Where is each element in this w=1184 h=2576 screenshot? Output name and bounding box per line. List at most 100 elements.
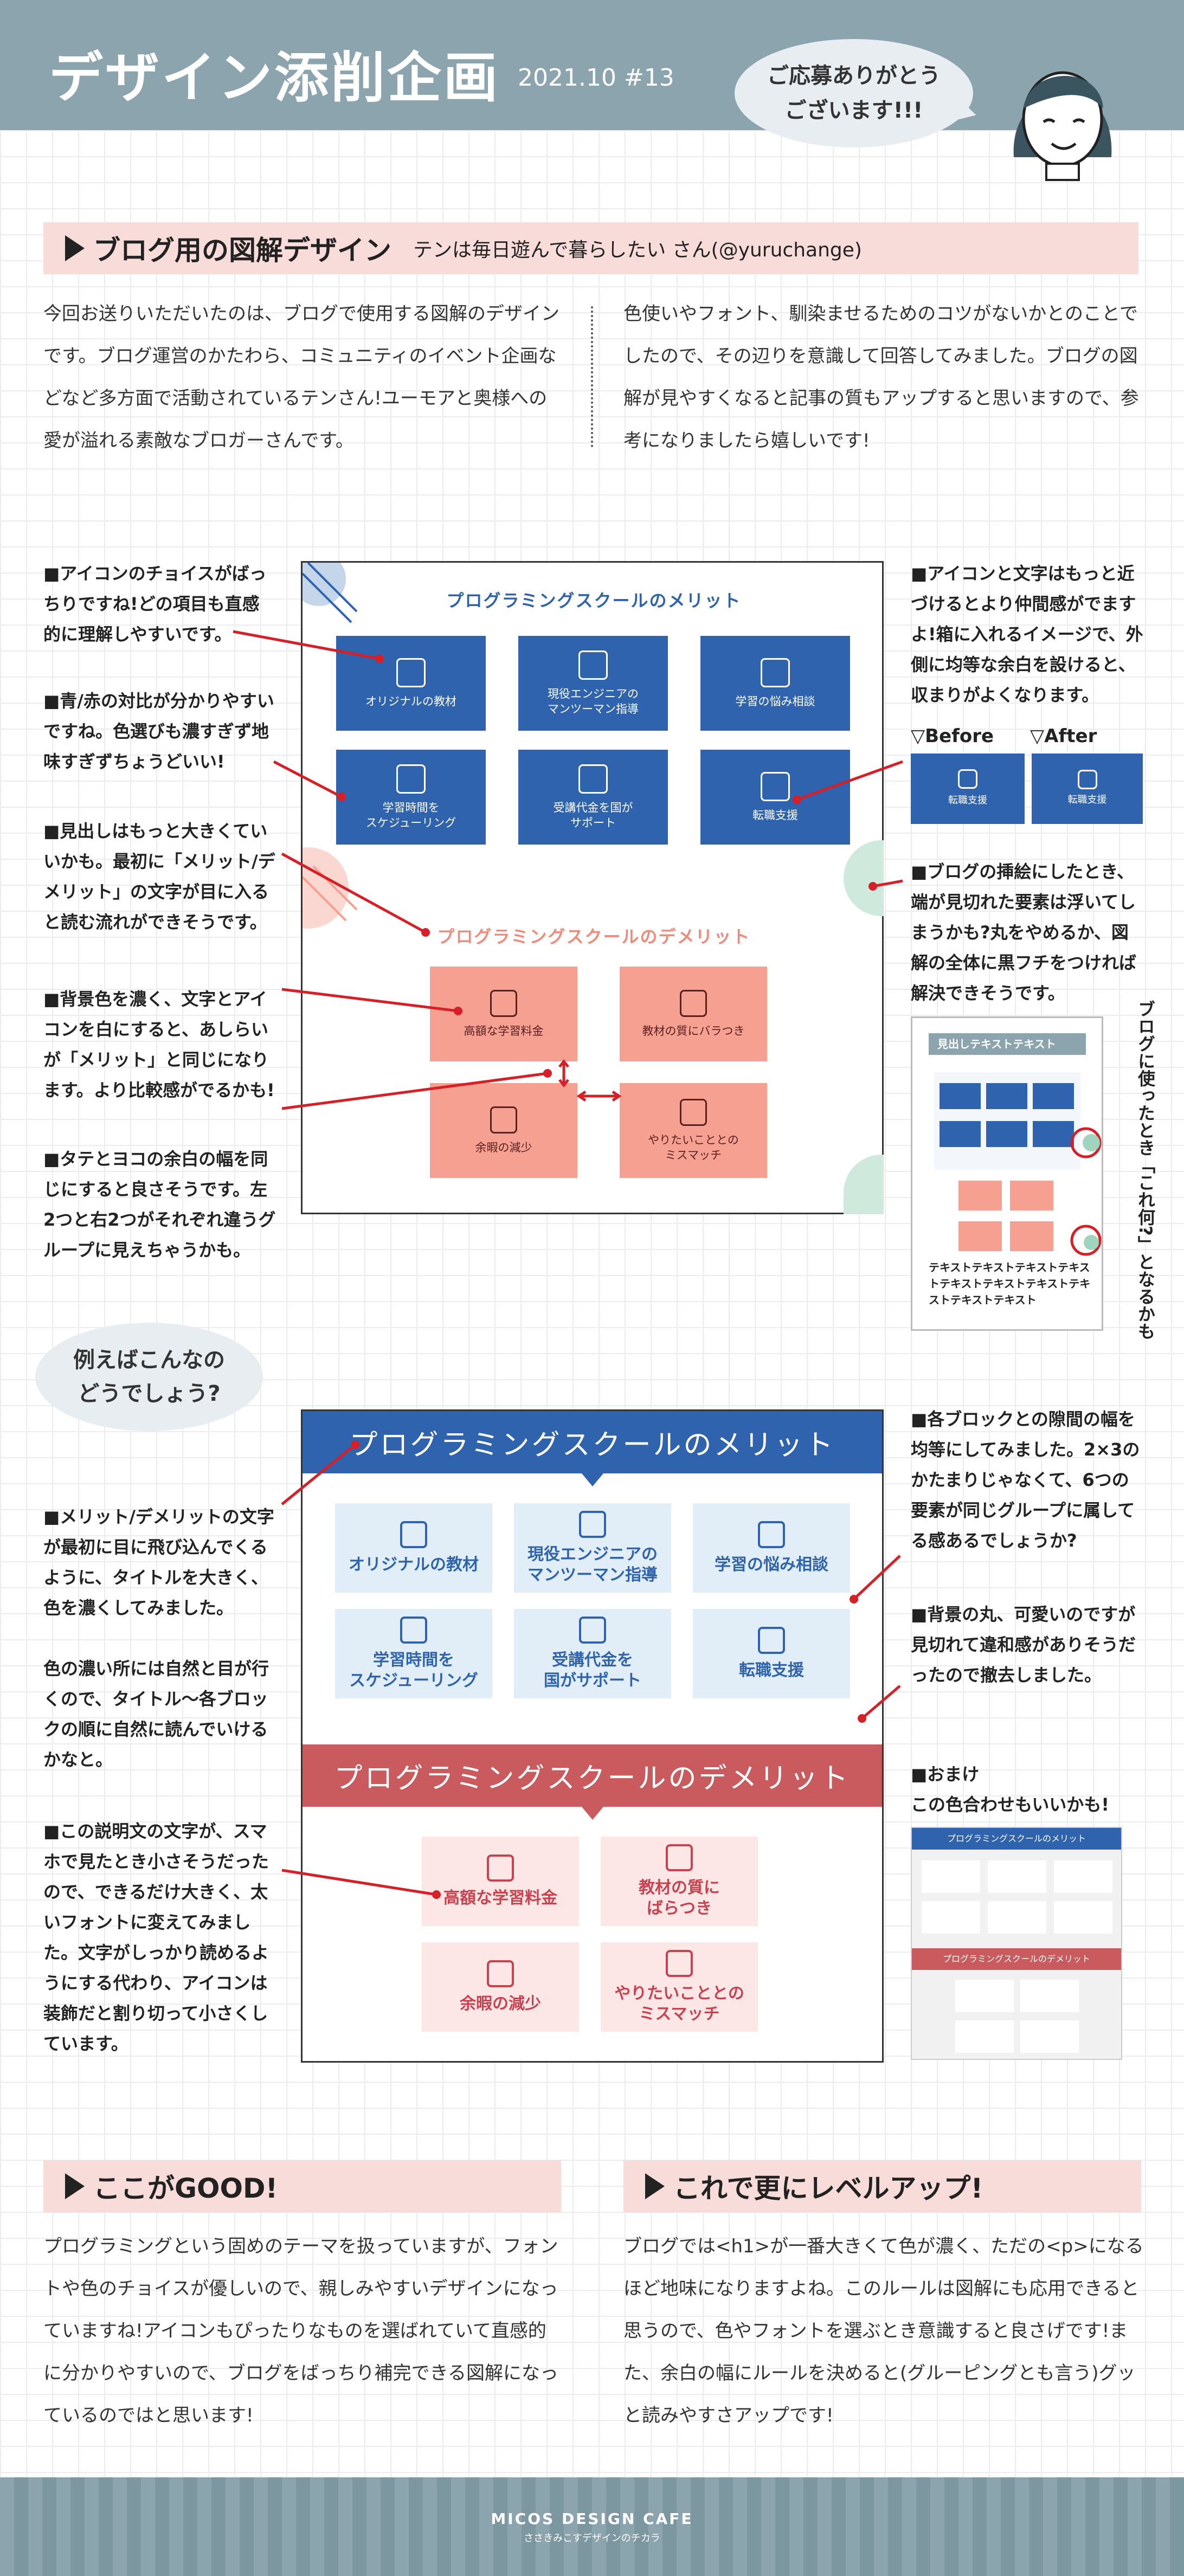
highlight-circles-icon xyxy=(1070,1127,1102,1256)
open-book-icon xyxy=(680,989,707,1017)
merit-box-subsidy: 受講代金を国が サポート xyxy=(518,750,668,845)
good-title: ここがGOOD! xyxy=(93,2173,278,2204)
triangle-icon xyxy=(65,2173,85,2199)
monitor-icon xyxy=(958,769,977,789)
footer-brand: MICOS DESIGN CAFE xyxy=(491,2510,693,2528)
thanks-text: ご応募ありがとう ございます!!! xyxy=(767,63,941,123)
improved-merit-schedule: 学習時間を スケジューリング xyxy=(335,1609,492,1698)
title-pointer xyxy=(582,1473,603,1486)
applicant-name: テンは毎日遊んで暮らしたい さん(@yuruchange) xyxy=(413,239,862,261)
demerit-box-quality: 教材の質にバラつき xyxy=(620,967,767,1061)
after-sample-box: 転職支援 xyxy=(1032,754,1143,824)
clock-icon xyxy=(490,1106,517,1134)
section-header-levelup: これで更にレベルアップ! xyxy=(623,2160,1141,2212)
building-icon xyxy=(579,1616,606,1644)
review-note-icon-text: ■アイコンと文字はもっと近づけるとより仲間感がでますよ!箱に入れるイメージで、外… xyxy=(911,563,1143,705)
issue-date: 2021.10 #13 xyxy=(518,64,674,92)
bonus-demerit-title: プログラミングスクールのデメリット xyxy=(912,1948,1121,1970)
suggest-note-bonus: ■おまけ この色合わせもいいかも! xyxy=(911,1764,1109,1815)
engineer-icon xyxy=(578,650,608,680)
improved-demerit-mismatch: やりたいこととの ミスマッチ xyxy=(601,1942,758,2032)
improved-demerit-leisure: 余暇の減少 xyxy=(422,1942,579,2032)
suggest-note-font: ■この説明文の文字が、スマホで見たとき小さそうだったので、できるだけ大きく、太い… xyxy=(43,1821,269,2054)
improved-merit-consult: 学習の悩み相談 xyxy=(693,1503,850,1593)
deco-stripes-icon xyxy=(303,563,358,623)
suggest-note-reading-flow: 色の濃い所には自然と目が行くので、タイトル〜各ブロックの順に自然に読んでいけるか… xyxy=(43,1658,269,1770)
merit-box-consult: 学習の悩み相談 xyxy=(700,636,850,731)
good-paragraph: プログラミングという固めのテーマを扱っていますが、フォントや色のチョイスが優しい… xyxy=(43,2236,558,2426)
improved-merit-career: 転職支援 xyxy=(693,1609,850,1698)
money-icon xyxy=(490,989,517,1017)
broken-heart-icon xyxy=(666,1949,693,1977)
mini-merit-grid xyxy=(934,1072,1080,1170)
mini-caption: テキストテキストテキストテキストテキストテキストテキストテキストテキストテキスト xyxy=(929,1261,1091,1306)
intro-right-paragraph: 色使いやフォント、馴染ませるためのコツがないかとのことでしたので、その辺りを意識… xyxy=(623,303,1139,452)
monitor-icon xyxy=(1077,770,1097,789)
footer-tagline: ささきみこすデザインのチカラ xyxy=(524,2533,660,2544)
bonus-thumbnail: プログラミングスクールのメリット プログラミングスクールのデメリット xyxy=(911,1827,1122,2060)
bonus-merit-title: プログラミングスクールのメリット xyxy=(912,1828,1121,1850)
improved-demerit-title: プログラミングスクールのデメリット xyxy=(303,1744,882,1807)
engineer-icon xyxy=(579,1510,606,1538)
calendar-icon xyxy=(396,764,426,794)
after-label: ▽After xyxy=(1030,725,1097,747)
monitor-icon xyxy=(758,1626,785,1654)
merit-box-career: 転職支援 xyxy=(700,750,850,845)
avatar-face-icon xyxy=(1013,71,1112,181)
improved-diagram: プログラミングスクールのメリット オリジナルの教材 現役エンジニアの マンツーマ… xyxy=(301,1409,884,2063)
thanks-speech-bubble: ご応募ありがとう ございます!!! xyxy=(735,39,973,147)
book-icon xyxy=(400,1521,427,1548)
footer-banner xyxy=(0,2477,1184,2576)
mini-heading: 見出しテキストテキスト xyxy=(929,1033,1086,1055)
demerit-box-leisure: 余暇の減少 xyxy=(430,1083,577,1178)
merit-box-materials: オリジナルの教材 xyxy=(336,636,486,731)
review-note-colors: ■青/赤の対比が分かりやすいですね。色選びも濃すぎず地味すぎずちょうどいい! xyxy=(43,691,274,772)
mini-demerit-grid xyxy=(958,1181,1056,1257)
deco-circle-icon xyxy=(303,847,358,929)
merit-box-mentor: 現役エンジニアの マンツーマン指導 xyxy=(518,636,668,731)
original-demerit-title: プログラミングスクールのデメリット xyxy=(437,926,751,947)
improved-merit-subsidy: 受講代金を 国がサポート xyxy=(514,1609,671,1698)
vertical-side-note: ブログに使ったとき「これ何?」となるかも xyxy=(1135,1000,1156,1340)
before-sample-box: 転職支援 xyxy=(911,754,1025,824)
original-diagram: プログラミングスクールのメリット オリジナルの教材 現役エンジニアの マンツーマ… xyxy=(301,561,884,1214)
section-header-blog-diagram: ブログ用の図解デザイン テンは毎日遊んで暮らしたい さん(@yuruchange… xyxy=(43,222,1138,274)
blog-preview-thumbnail: 見出しテキストテキスト テキストテキストテキストテキストテキストテキストテキスト… xyxy=(911,1016,1103,1331)
review-note-icons: ■アイコンのチョイスがばっちりですね!どの項目も直感的に理解しやすいです。 xyxy=(43,563,267,645)
suggest-note-gaps: ■各ブロックとの隙間の幅を均等にしてみました。2×3のかたまりじゃなくて、6つの… xyxy=(911,1409,1140,1551)
dotted-divider xyxy=(591,306,593,447)
people-icon xyxy=(758,1521,785,1548)
money-icon xyxy=(487,1854,514,1882)
review-note-headings: ■見出しはもっと大きくていいかも。最初に「メリット/デメリット」の文字が目に入る… xyxy=(43,821,275,932)
annotation-lines-original xyxy=(233,630,903,1110)
review-note-background: ■背景色を濃く、文字とアイコンを白にすると、あしらいが「メリット」と同じになりま… xyxy=(43,989,275,1100)
demerit-box-fee: 高額な学習料金 xyxy=(430,967,577,1061)
title-pointer-red xyxy=(582,1807,603,1820)
levelup-title: これで更にレベルアップ! xyxy=(673,2173,983,2204)
clock-icon xyxy=(487,1960,514,1987)
demerit-box-mismatch: やりたいこととの ミスマッチ xyxy=(620,1083,767,1178)
improved-demerit-quality: 教材の質に ばらつき xyxy=(601,1837,758,1926)
suggestion-speech-bubble: 例えばこんなの どうでしょう? xyxy=(35,1323,263,1431)
building-icon xyxy=(578,764,608,794)
monitor-icon xyxy=(761,771,790,801)
original-merit-title: プログラミングスクールのメリット xyxy=(446,590,742,611)
book-icon xyxy=(396,658,426,687)
section-header-good: ここがGOOD! xyxy=(43,2160,561,2212)
suggest-note-circles: ■背景の丸、可愛いのですが見切れて違和感がありそうだったので撤去しました。 xyxy=(911,1604,1136,1685)
triangle-icon xyxy=(65,235,85,261)
page-title: デザイン添削企画 xyxy=(49,46,500,110)
open-book-icon xyxy=(666,1844,693,1871)
triangle-icon xyxy=(645,2173,665,2199)
calendar-icon xyxy=(400,1616,427,1644)
intro-left-paragraph: 今回お送りいただいたのは、ブログで使用する図解のデザインです。ブログ運営のかたわ… xyxy=(43,303,559,452)
review-note-cropped: ■ブログの挿絵にしたとき、端が見切れた要素は浮いてしまうかも?丸をやめるか、図解… xyxy=(911,861,1137,1003)
merit-box-schedule: 学習時間を スケジューリング xyxy=(336,750,486,845)
improved-merit-title: プログラミングスクールのメリット xyxy=(303,1411,882,1473)
review-note-spacing: ■タテとヨコの余白の幅を同じにすると良さそうです。左2つと右2つがそれぞれ違うグ… xyxy=(43,1149,276,1260)
improved-merit-materials: オリジナルの教材 xyxy=(335,1503,492,1593)
section-title: ブログ用の図解デザイン xyxy=(93,235,391,266)
before-label: ▽Before xyxy=(911,725,994,747)
improved-demerit-fee: 高額な学習料金 xyxy=(422,1837,579,1926)
levelup-paragraph: ブログでは<h1>が一番大きくて色が濃く、ただの<p>になるほど地味になりますよ… xyxy=(623,2236,1144,2426)
